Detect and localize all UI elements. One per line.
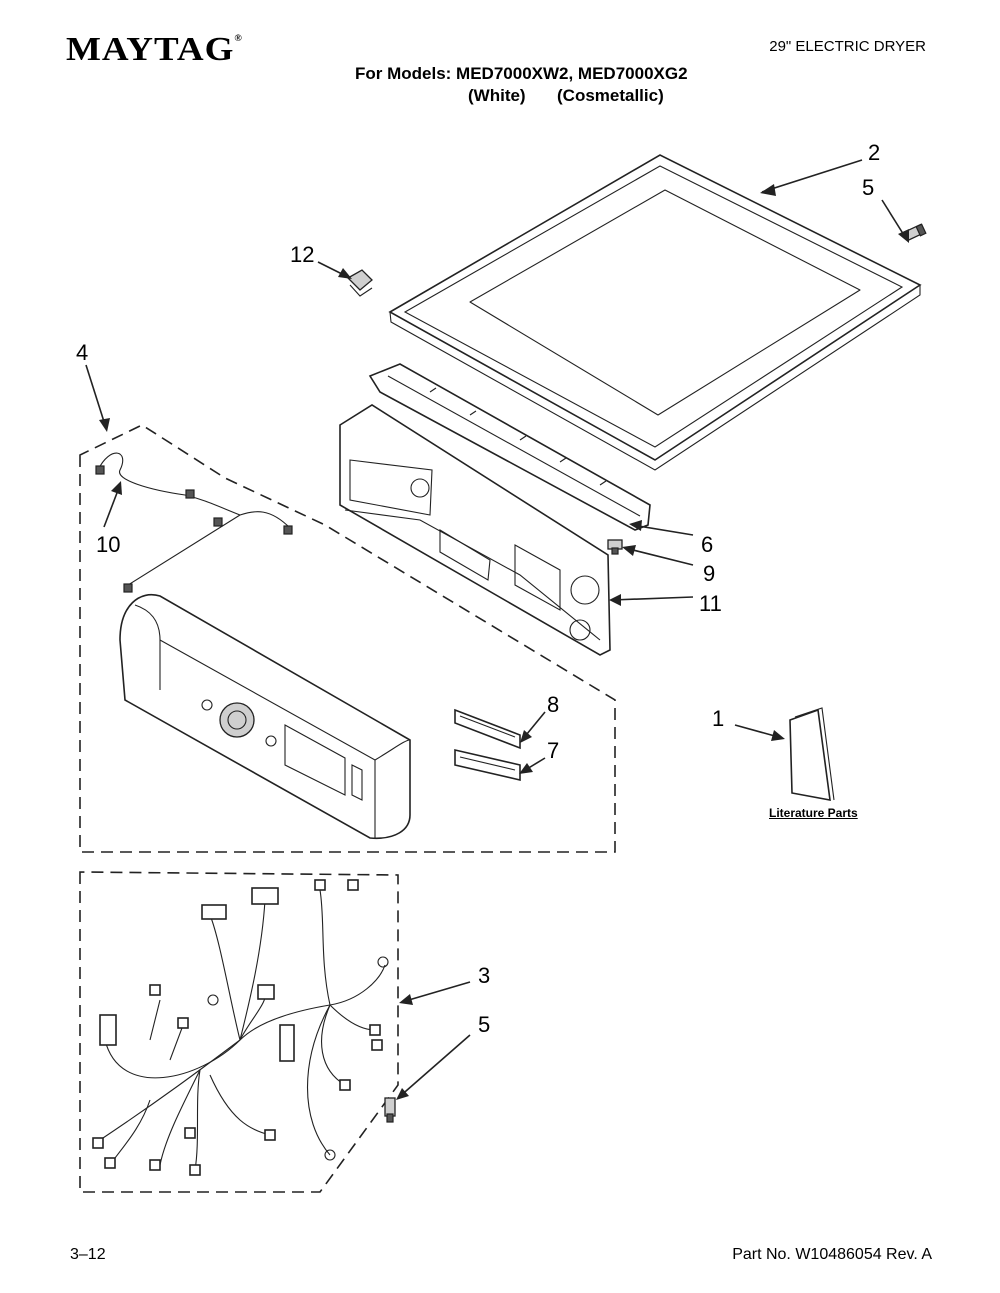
literature-parts-label: Literature Parts	[769, 806, 858, 820]
leader-arrows	[85, 159, 909, 1100]
top-panel-part	[388, 154, 922, 471]
callout-11: 11	[699, 591, 722, 616]
main-harness-group-outline	[79, 871, 399, 1193]
console-wire-harness-part	[95, 452, 293, 593]
callout-4: 4	[76, 340, 89, 365]
models-line: For Models: MED7000XW2, MED7000XG2	[355, 64, 688, 83]
brand-logo: MAYTAG®	[66, 30, 243, 69]
console-assembly-group-outline	[79, 424, 616, 853]
console-back-panel-part	[339, 404, 611, 656]
bracket-rail-part	[368, 363, 651, 531]
callout-9: 9	[703, 561, 716, 586]
callout-3: 3	[478, 963, 491, 988]
callout-1: 1	[712, 706, 725, 731]
callout-7: 7	[547, 738, 560, 763]
variant-white: (White)	[468, 86, 526, 105]
part-number: Part No. W10486054 Rev. A	[732, 1246, 932, 1263]
callout-5-bottom: 5	[478, 1012, 491, 1037]
console-part	[119, 593, 411, 840]
document-type: 29" ELECTRIC DRYER	[769, 38, 926, 55]
screw-part-9	[607, 539, 623, 555]
callout-2: 2	[868, 140, 881, 165]
clip-part	[346, 269, 373, 297]
literature-book	[789, 707, 835, 801]
callout-10: 10	[96, 532, 121, 557]
callout-8: 8	[547, 692, 560, 717]
callout-5-top: 5	[862, 175, 875, 200]
variant-cosmetallic: (Cosmetallic)	[557, 86, 664, 105]
screw-part-bottom	[384, 1097, 396, 1123]
main-wire-harness-part	[92, 879, 389, 1176]
strip-part-8	[454, 708, 521, 750]
strip-part-7	[454, 748, 521, 782]
page-number: 3–12	[70, 1246, 106, 1263]
callout-12: 12	[290, 242, 315, 267]
callout-6: 6	[701, 532, 714, 557]
